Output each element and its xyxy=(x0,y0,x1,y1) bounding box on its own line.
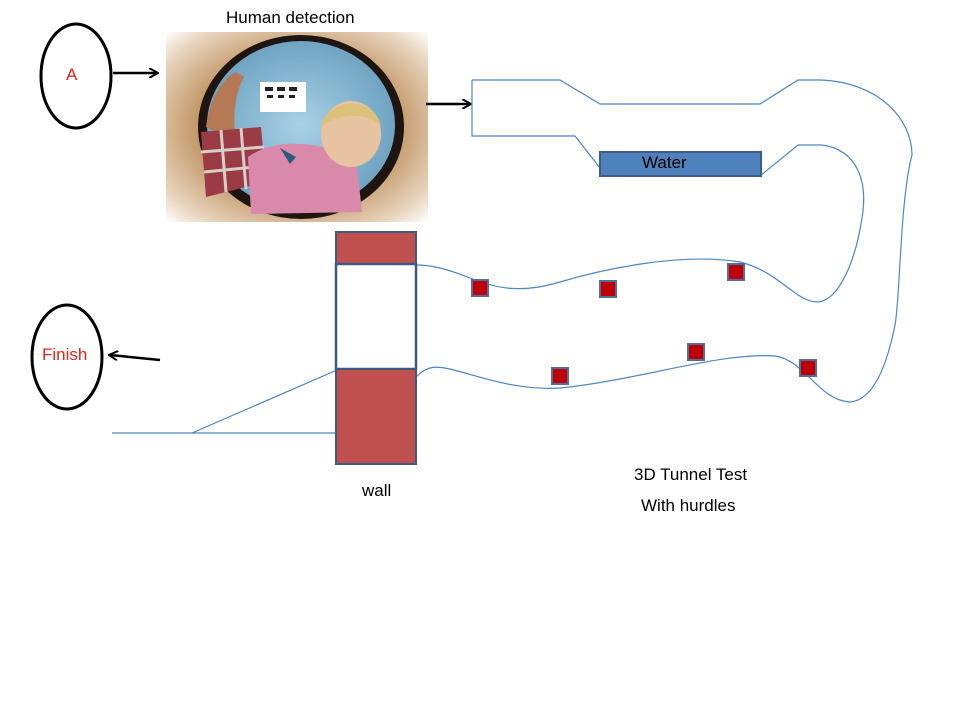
photo-caption: Human detection xyxy=(226,8,355,27)
tunnel-inner-wall xyxy=(415,80,865,303)
wall-top xyxy=(335,231,417,265)
hurdle xyxy=(471,279,489,297)
hurdle xyxy=(727,263,745,281)
water-pool xyxy=(599,151,762,177)
finish-label: Finish xyxy=(42,345,88,364)
finish-node xyxy=(30,303,104,411)
hand xyxy=(206,72,244,142)
doll-body xyxy=(248,143,362,214)
tunnel-path xyxy=(112,79,913,434)
start-node-a xyxy=(39,22,113,130)
wall-opening xyxy=(334,262,418,371)
wall-label: wall xyxy=(362,481,392,500)
photo-illustration xyxy=(198,35,404,219)
hurdles xyxy=(471,263,817,385)
start-label: A xyxy=(66,65,78,84)
human-detection-photo xyxy=(166,32,428,222)
hurdle xyxy=(599,280,617,298)
diagram-title-line1: 3D Tunnel Test xyxy=(634,465,748,484)
arrow-to-finish xyxy=(110,355,161,362)
exit-ramp-line xyxy=(191,369,338,434)
tunnel-outer-wall xyxy=(415,79,913,403)
doll-hair xyxy=(321,103,381,128)
wall-bottom xyxy=(335,368,417,465)
water-label: Water xyxy=(642,153,687,172)
hurdle xyxy=(799,359,817,377)
hurdle xyxy=(687,343,705,361)
hurdle xyxy=(551,367,569,385)
diagram-title-line2: With hurdles xyxy=(641,496,736,515)
